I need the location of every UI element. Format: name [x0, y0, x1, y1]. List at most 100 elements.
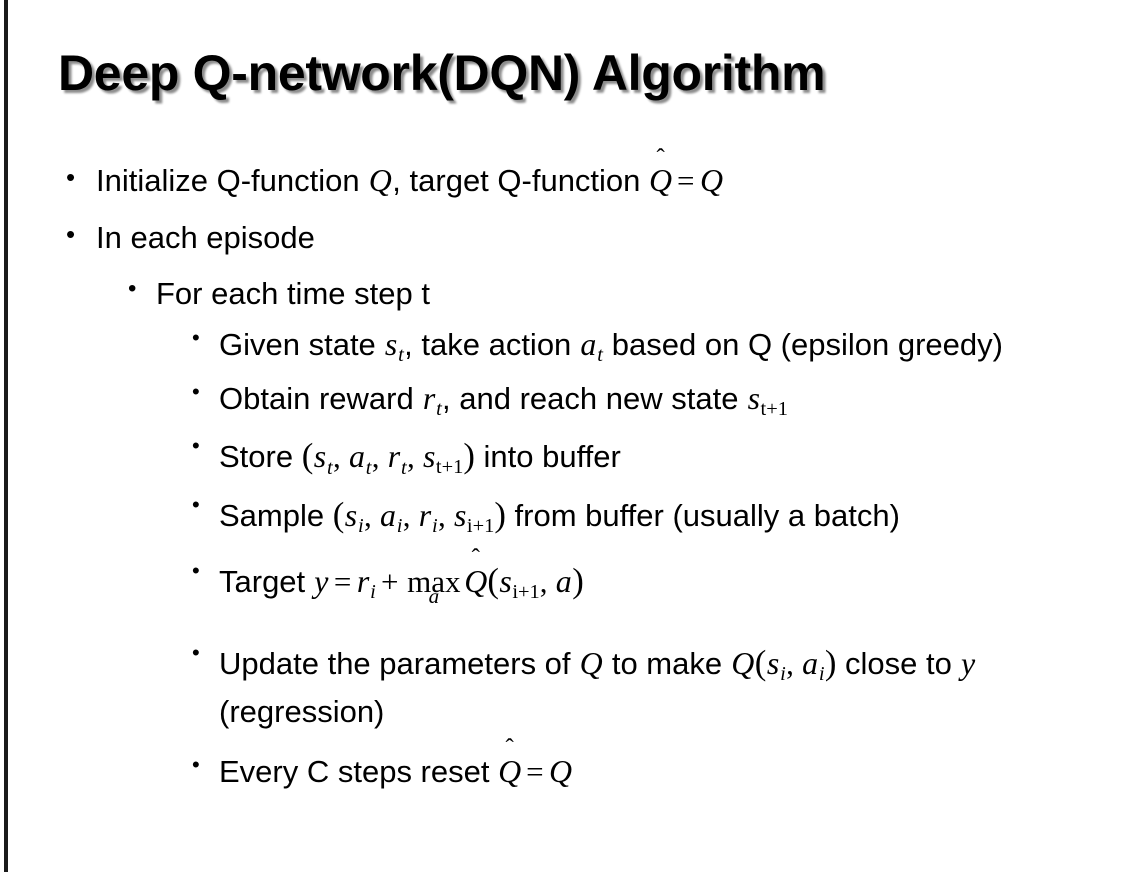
math-subscript: i: [818, 663, 825, 686]
math-rel-equals: =: [677, 163, 695, 198]
math-paren-close: ): [824, 643, 837, 682]
math-subscript: i: [396, 514, 403, 537]
math-subscript: t: [400, 456, 407, 479]
math-comma: ,: [539, 563, 556, 599]
math-comma: ,: [371, 439, 388, 475]
text-run: Target: [219, 563, 314, 599]
math-var-y: y: [314, 563, 329, 599]
math-var-s: s: [747, 381, 761, 417]
math-var-a: a: [580, 327, 597, 363]
list-item: • Store (st, at, rt, st+1) into buffer: [0, 430, 1124, 482]
math-var-s: s: [499, 563, 512, 599]
math-subscript: t: [365, 456, 372, 479]
math-var-q-hat: ̂Q: [649, 158, 672, 205]
text-run: , target Q-function: [392, 163, 650, 198]
text-run: close to: [836, 646, 961, 681]
list-item-text: Given state st, take action at based on …: [219, 322, 1003, 370]
math-paren-close: ): [463, 436, 475, 476]
list-item-text: Sample (si, ai, ri, si+1) from buffer (u…: [219, 489, 900, 541]
math-subscript: t: [436, 398, 442, 421]
bullet-list: • Initialize Q-function Q, target Q-func…: [0, 148, 1124, 796]
bullet-marker-icon: •: [192, 379, 200, 405]
math-op-max: max: [407, 563, 461, 599]
math-var-q: Q: [699, 163, 724, 198]
math-var-r: r: [422, 381, 436, 417]
math-paren-open: (: [754, 643, 767, 682]
math-var-base: Q: [649, 163, 673, 198]
math-var-s: s: [766, 646, 780, 681]
math-paren-close: ): [494, 494, 506, 534]
math-var-q: Q: [368, 163, 392, 198]
math-comma: ,: [364, 497, 380, 533]
math-subscript: i: [432, 514, 438, 537]
math-subscript: t: [398, 344, 404, 367]
math-var-s: s: [384, 327, 398, 363]
page-title: Deep Q-network(DQN) Algorithm: [58, 45, 826, 101]
text-run: , and reach new state: [442, 381, 748, 417]
bullet-marker-icon: •: [192, 751, 200, 777]
list-item: • Sample (si, ai, ri, si+1) from buffer …: [0, 489, 1124, 541]
math-var-q: Q: [579, 646, 603, 681]
math-var-r: r: [387, 439, 401, 475]
list-item-text: Update the parameters of Q to make Q(si,…: [219, 637, 1099, 735]
math-rel-equals: =: [333, 563, 352, 599]
math-var-base: Q: [464, 563, 488, 599]
text-run: Update the parameters of: [219, 646, 580, 681]
list-item-text: In each episode: [96, 219, 315, 255]
math-var-s: s: [453, 497, 467, 533]
text-run: , take action: [404, 327, 580, 363]
text-run: Given state: [219, 327, 385, 363]
math-paren-open: (: [487, 560, 499, 600]
math-var-y: y: [960, 646, 976, 681]
math-var-a: a: [349, 439, 365, 475]
math-comma: ,: [786, 646, 802, 681]
math-var-q-hat: ̂Q: [498, 749, 521, 796]
math-paren-open: (: [301, 436, 314, 476]
bullet-marker-icon: •: [192, 640, 200, 665]
list-item: • Target y=ri+maxâQ(si+1, a): [0, 555, 1124, 607]
list-item-text: Initialize Q-function Q, target Q-functi…: [96, 158, 724, 205]
list-item-text: Target y=ri+maxâQ(si+1, a): [219, 555, 584, 607]
list-item: • In each episode: [0, 215, 1124, 261]
bullet-marker-icon: •: [192, 433, 200, 459]
list-item-text: Obtain reward rt, and reach new state st…: [219, 376, 788, 424]
bullet-marker-icon: •: [192, 491, 200, 517]
math-var-s: s: [313, 439, 327, 475]
text-run: Sample: [219, 497, 333, 533]
math-var-q-hat: ̂Q: [464, 559, 487, 606]
math-subscript: t: [327, 456, 333, 479]
math-subscript: t+1: [760, 398, 788, 421]
math-var-q: Q: [731, 646, 755, 681]
math-subscript: i+1: [512, 580, 540, 603]
bullet-marker-icon: •: [66, 218, 76, 249]
math-rel-equals: =: [526, 753, 544, 789]
math-var-s: s: [344, 497, 358, 533]
math-var-r: r: [356, 563, 370, 599]
math-var-base: Q: [498, 753, 522, 789]
math-subscript: i: [780, 663, 786, 686]
math-comma: ,: [333, 439, 349, 475]
text-run: Initialize Q-function: [96, 163, 369, 198]
list-item: • Update the parameters of Q to make Q(s…: [0, 637, 1124, 735]
list-item: • Obtain reward rt, and reach new state …: [0, 376, 1124, 424]
math-subscript: t+1: [435, 456, 464, 479]
list-item-text: For each time step t: [156, 275, 430, 311]
bullet-marker-icon: •: [128, 274, 137, 302]
math-subscript: i: [370, 580, 376, 603]
math-var-a: a: [802, 646, 819, 681]
math-var-r: r: [418, 497, 432, 533]
text-run: into buffer: [474, 439, 621, 475]
list-item: • Every C steps reset ̂Q=Q: [0, 749, 1124, 796]
text-run: to make: [603, 646, 731, 681]
math-var-q: Q: [549, 753, 573, 789]
text-run: Store: [219, 439, 302, 475]
text-run: Obtain reward: [219, 381, 423, 417]
math-subscript: t: [597, 344, 603, 367]
math-subscript: i+1: [466, 514, 495, 537]
text-run: from buffer (usually a batch): [505, 497, 900, 533]
math-paren-open: (: [332, 494, 345, 534]
math-paren-close: ): [572, 560, 584, 600]
list-item: • For each time step t: [0, 271, 1124, 317]
text-run: Every C steps reset: [219, 753, 499, 789]
